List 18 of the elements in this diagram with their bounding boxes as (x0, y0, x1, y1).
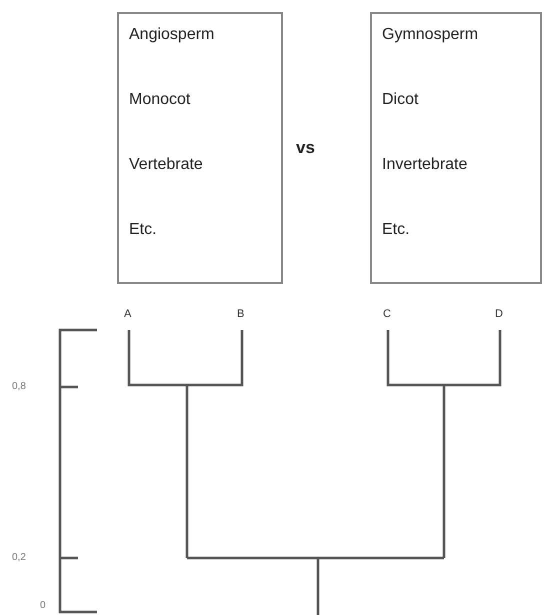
trait-text: Dicot (382, 91, 418, 109)
group-heading: Angiosperm (129, 26, 214, 44)
trait-text: Etc. (129, 221, 157, 239)
axis-tick-label: 0,8 (12, 381, 26, 392)
trait-text: Etc. (382, 221, 410, 239)
axis-tick-label: 0,2 (12, 552, 26, 563)
comparison-text: vs (296, 138, 315, 158)
trait-list-box (117, 12, 283, 284)
leaf-label: A (124, 308, 132, 320)
trait-text: Invertebrate (382, 156, 468, 174)
trait-list-box (370, 12, 542, 284)
trait-text: Vertebrate (129, 156, 203, 174)
leaf-label: D (495, 308, 503, 320)
group-heading: Gymnosperm (382, 26, 478, 44)
leaf-label: B (237, 308, 244, 320)
axis-tick-label: 0 (40, 600, 46, 611)
trait-text: Monocot (129, 91, 190, 109)
leaf-label: C (383, 308, 391, 320)
